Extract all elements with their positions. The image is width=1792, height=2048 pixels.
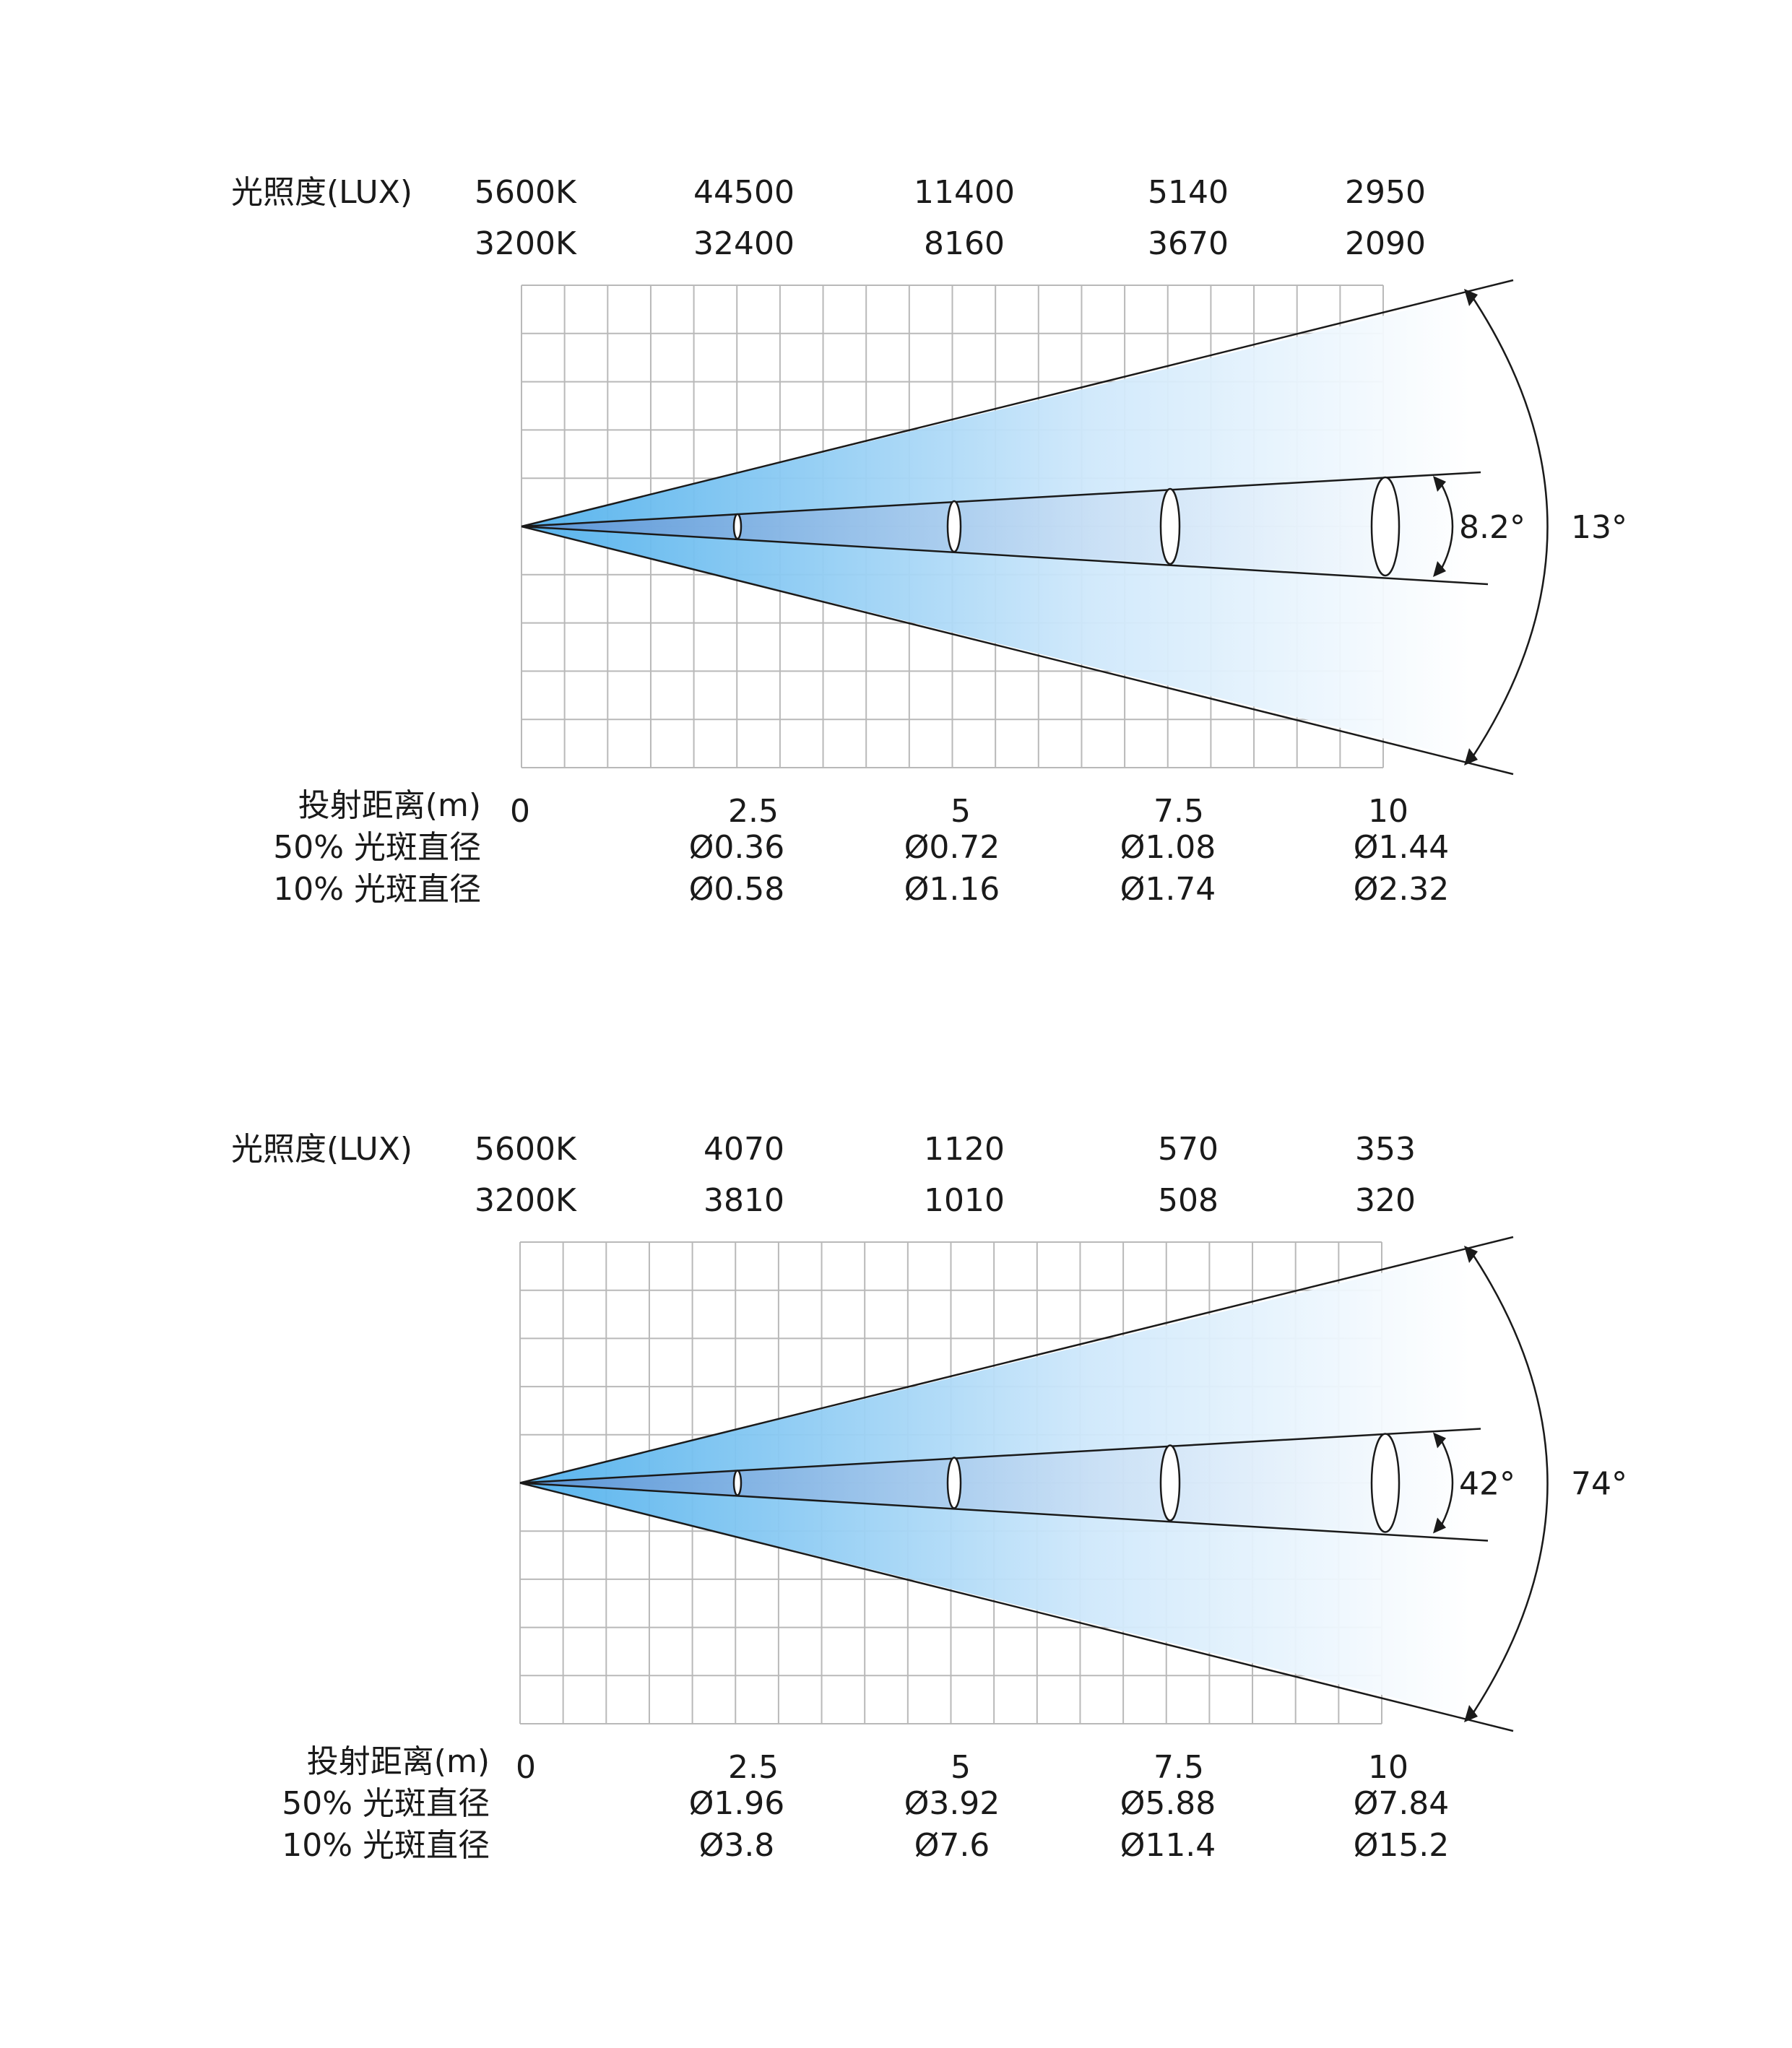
- illuminance-label: 光照度(LUX): [231, 174, 412, 211]
- distance-label: 投射距离(m): [307, 1743, 490, 1780]
- arrow-head: [1464, 1246, 1478, 1263]
- arrow-head: [1433, 1432, 1446, 1449]
- arrow-head: [1433, 476, 1446, 492]
- inner-beam-cone: [520, 1428, 1481, 1537]
- arrow-head: [1433, 1517, 1446, 1534]
- spot50-value: Ø7.84: [1354, 1785, 1450, 1822]
- cct-label: 3200K: [475, 1182, 577, 1219]
- inner-angle-arc: [1437, 1435, 1454, 1531]
- lux-value: 3810: [704, 1182, 784, 1219]
- lux-value: 508: [1158, 1182, 1219, 1219]
- distance-value: 2.5: [728, 793, 779, 830]
- distance-value: 10: [1368, 793, 1408, 830]
- spot10-value: Ø1.74: [1120, 871, 1216, 908]
- outer-beam-edge: [521, 279, 1514, 528]
- spot-ellipse: [946, 500, 962, 553]
- spot-ellipse: [1370, 1433, 1401, 1533]
- outer-angle-arc: [1468, 1249, 1549, 1719]
- arrow-head: [1433, 561, 1446, 577]
- lux-value: 570: [1158, 1131, 1219, 1168]
- distance-value: 5: [951, 793, 971, 830]
- spot50-value: Ø1.96: [689, 1785, 785, 1822]
- spot50-value: Ø0.72: [904, 829, 1000, 866]
- inner-angle-label: 8.2°: [1459, 509, 1525, 546]
- spot10-label: 10% 光斑直径: [282, 1827, 490, 1864]
- inner-beam-edge: [519, 1428, 1481, 1484]
- spot10-value: Ø15.2: [1354, 1827, 1450, 1864]
- spot10-value: Ø3.8: [699, 1827, 775, 1864]
- spot10-value: Ø7.6: [914, 1827, 990, 1864]
- outer-angle-arc: [1468, 292, 1549, 762]
- spot50-label: 50% 光斑直径: [273, 829, 481, 866]
- spot10-value: Ø0.58: [689, 871, 785, 908]
- distance-label: 投射距离(m): [298, 787, 481, 824]
- spot-ellipse: [1159, 1444, 1181, 1522]
- spot10-value: Ø1.16: [904, 871, 1000, 908]
- inner-angle-label: 42°: [1459, 1466, 1515, 1503]
- spot50-value: Ø1.44: [1354, 829, 1450, 866]
- distance-value: 0: [510, 793, 530, 830]
- outer-beam-edge: [519, 1236, 1514, 1484]
- inner-beam-cone: [521, 472, 1481, 581]
- spot-ellipse: [946, 1457, 962, 1509]
- lux-value: 320: [1355, 1182, 1416, 1219]
- inner-beam-edge: [521, 471, 1481, 528]
- outer-beam-edge: [519, 1482, 1514, 1732]
- cct-label: 5600K: [475, 1131, 577, 1168]
- spot-ellipse: [732, 1470, 743, 1496]
- spot10-label: 10% 光斑直径: [273, 871, 481, 908]
- lux-value: 353: [1355, 1131, 1416, 1168]
- spot50-value: Ø3.92: [904, 1785, 1000, 1822]
- distance-value: 5: [951, 1749, 971, 1786]
- inner-angle-arc: [1437, 479, 1454, 574]
- lux-value: 1010: [924, 1182, 1005, 1219]
- cct-label: 5600K: [475, 174, 577, 211]
- distance-value: 7.5: [1153, 793, 1204, 830]
- lux-value: 5140: [1148, 174, 1229, 211]
- lux-value: 4070: [704, 1131, 784, 1168]
- spot-ellipse: [1159, 487, 1181, 565]
- spot-ellipse: [1370, 476, 1401, 577]
- lux-value: 1120: [924, 1131, 1005, 1168]
- distance-value: 0: [516, 1749, 536, 1786]
- lux-value: 2950: [1345, 174, 1426, 211]
- outer-angle-label: 13°: [1571, 509, 1627, 546]
- spot50-value: Ø0.36: [689, 829, 785, 866]
- lux-value: 11400: [914, 174, 1015, 211]
- spot-ellipse: [732, 513, 743, 540]
- spot50-label: 50% 光斑直径: [282, 1785, 490, 1822]
- distance-value: 10: [1368, 1749, 1408, 1786]
- lux-value: 32400: [693, 225, 795, 262]
- distance-value: 7.5: [1153, 1749, 1204, 1786]
- spot50-value: Ø1.08: [1120, 829, 1216, 866]
- illuminance-label: 光照度(LUX): [231, 1131, 412, 1168]
- arrow-head: [1464, 289, 1478, 306]
- arrow-head: [1464, 1705, 1478, 1722]
- spot10-value: Ø11.4: [1120, 1827, 1216, 1864]
- lux-value: 3670: [1148, 225, 1229, 262]
- arrow-head: [1464, 748, 1478, 765]
- distance-value: 2.5: [728, 1749, 779, 1786]
- spot50-value: Ø5.88: [1120, 1785, 1216, 1822]
- lux-value: 2090: [1345, 225, 1426, 262]
- outer-beam-edge: [521, 525, 1514, 776]
- spot10-value: Ø2.32: [1354, 871, 1450, 908]
- lux-value: 8160: [924, 225, 1005, 262]
- beam-panel-1: 光照度(LUX) 5600K 44500 11400 5140 2950 3200K 3240…: [231, 174, 1627, 908]
- inner-beam-edge: [519, 1482, 1489, 1542]
- lux-value: 44500: [693, 174, 795, 211]
- cct-label: 3200K: [475, 225, 577, 262]
- inner-beam-edge: [521, 525, 1489, 586]
- outer-angle-label: 74°: [1571, 1466, 1627, 1503]
